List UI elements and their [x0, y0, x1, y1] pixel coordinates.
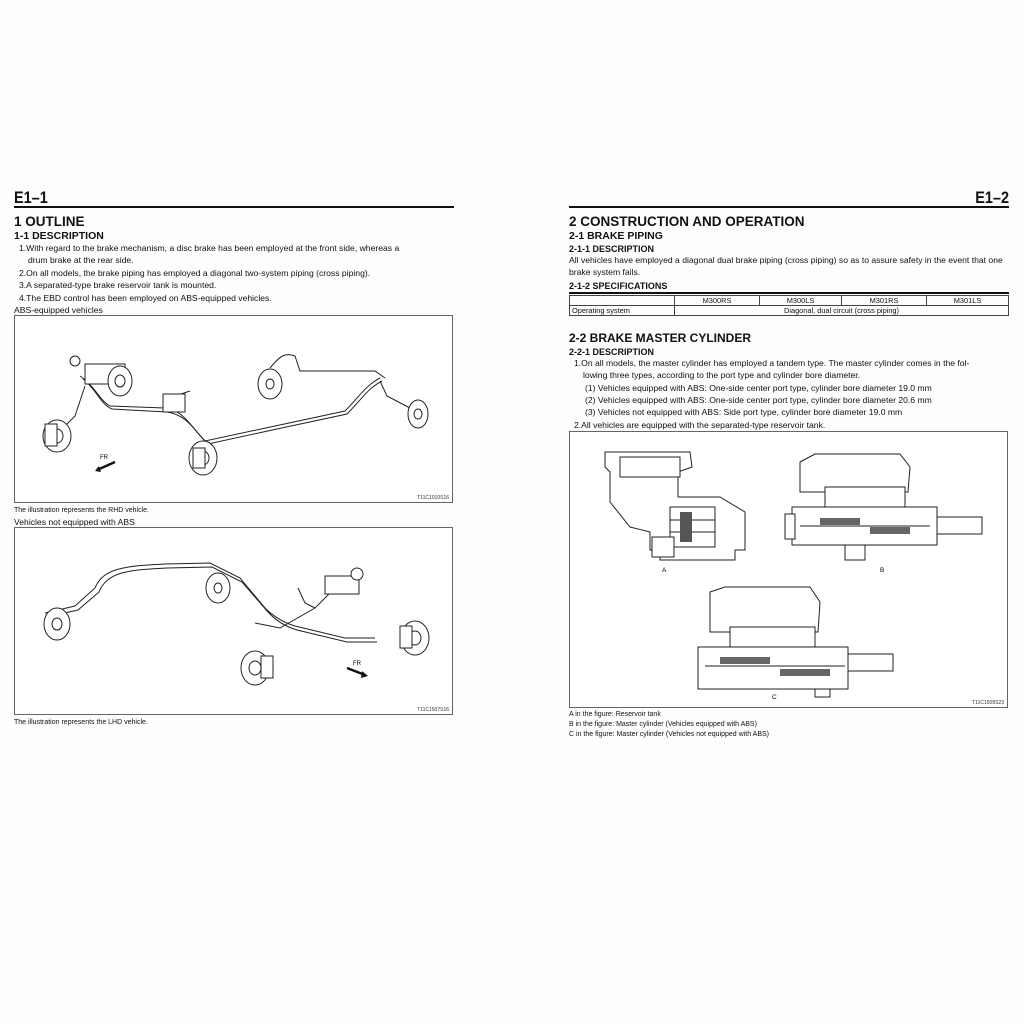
figure-letter-a: A: [662, 567, 667, 574]
list-item-continuation: drum brake at the rear side.: [28, 255, 134, 266]
section-heading: 2 CONSTRUCTION AND OPERATION: [569, 214, 805, 229]
sub-list-item: (3) Vehicles not equipped with ABS: Side…: [585, 407, 903, 418]
subsubsection-heading: 2-1-1 DESCRIPTION: [569, 244, 655, 254]
front-brake-disc-icon: [240, 650, 274, 686]
abs-master-cylinder-drawing: [784, 453, 983, 561]
list-item: 1.With regard to the brake mechanism, a …: [19, 243, 400, 253]
table-row-label: Operating system: [569, 304, 675, 316]
rear-drum-icon: [205, 572, 231, 604]
reservoir-tank-drawing: [604, 451, 746, 561]
paragraph: All vehicles have employed a diagonal du…: [569, 255, 1003, 278]
figure-caption: C in the figure: Master cylinder (Vehicl…: [569, 731, 769, 739]
front-brake-disc-icon: [399, 620, 430, 656]
list-item: 2.All vehicles are equipped with the sep…: [574, 419, 826, 430]
non-abs-piping-figure: FR T11C1507S16: [14, 527, 453, 716]
list-item: 3.A separated-type brake reservoir tank …: [19, 280, 217, 291]
figure-caption: The illustration represents the RHD vehi…: [14, 507, 150, 515]
section-heading: 2-2 BRAKE MASTER CYLINDER: [569, 330, 752, 345]
sub-list-item: (2) Vehicles equipped with ABS: One-side…: [585, 395, 932, 406]
list-item: 1.On all models, the master cylinder has…: [574, 357, 970, 368]
non-abs-master-cylinder-drawing: [697, 586, 894, 698]
page-number: E1–1: [14, 188, 48, 207]
list-item: 2.On all models, the brake piping has em…: [19, 267, 371, 278]
figure-id: T11C1010S16: [417, 495, 449, 502]
front-brake-disc-icon: [188, 440, 218, 476]
subsection-heading: 1-1 DESCRIPTION: [14, 230, 104, 242]
sub-list-item: (1) Vehicles equipped with ABS: One-side…: [585, 382, 932, 393]
fr-label: FR: [100, 455, 109, 461]
list-item: 4.The EBD control has been employed on A…: [19, 292, 272, 303]
front-brake-disc-icon: [42, 419, 72, 453]
forward-arrow-icon: [96, 460, 116, 472]
right-page: E1–2 2 CONSTRUCTION AND OPERATION 2-1 BR…: [569, 188, 1009, 740]
subsubsection-heading: 2-2-1 DESCRIPTION: [569, 346, 655, 357]
list-item-continuation: lowing three types, according to the por…: [583, 370, 861, 381]
table-row: Operating system Diagonal, dual circuit …: [569, 304, 1009, 316]
figure-id: T11C1508S23: [972, 700, 1004, 707]
master-cylinder-figure: A B: [569, 431, 1008, 709]
abs-piping-figure: FR T11C1010S16: [14, 315, 453, 504]
subsection-heading: 2-1 BRAKE PIPING: [569, 230, 663, 242]
master-cylinder-illustration: A B: [604, 451, 983, 701]
figure-letter-b: B: [880, 567, 884, 574]
figure-id: T11C1507S16: [417, 707, 449, 714]
abs-actuator: [162, 393, 186, 413]
table-header-row: M300RS M300LS M301RS M301LS: [569, 294, 1009, 306]
header-rule: [569, 206, 1009, 208]
rear-drum-icon: [407, 399, 429, 429]
figure-caption: The illustration represents the LHD vehi…: [14, 719, 148, 727]
figure-caption: B in the figure: Master cylinder (Vehicl…: [569, 721, 757, 729]
table-header-cell: M300LS: [759, 294, 842, 306]
section-heading: 1 OUTLINE: [14, 214, 85, 229]
page-number: E1–2: [975, 188, 1009, 207]
abs-piping-illustration: FR: [42, 354, 429, 476]
subsubsection-heading: 2-1-2 SPECIFICATIONS: [569, 280, 668, 291]
rear-drum-icon: [43, 607, 71, 641]
figure-letter-c: C: [772, 694, 777, 701]
table-header-cell: M300RS: [673, 294, 761, 306]
table-header-cell: M301LS: [926, 294, 1009, 306]
figure-caption: A in the figure: Reservoir tank: [569, 711, 661, 719]
table-header-cell: [569, 294, 675, 306]
spec-table: M300RS M300LS M301RS M301LS Operating sy…: [569, 294, 1009, 316]
fr-label: FR: [353, 661, 362, 667]
left-page: E1–1 1 OUTLINE 1-1 DESCRIPTION 1.With re…: [14, 188, 454, 728]
figure-label: Vehicles not equipped with ABS: [14, 517, 135, 528]
rear-drum-icon: [257, 368, 283, 400]
header-rule: [14, 206, 454, 208]
table-cell: Diagonal, dual circuit (cross piping): [674, 304, 1009, 316]
non-abs-piping-illustration: FR: [43, 562, 430, 686]
figure-label: ABS-equipped vehicles: [14, 305, 103, 316]
table-header-cell: M301RS: [840, 294, 928, 306]
brake-disc-icon: [107, 365, 133, 397]
